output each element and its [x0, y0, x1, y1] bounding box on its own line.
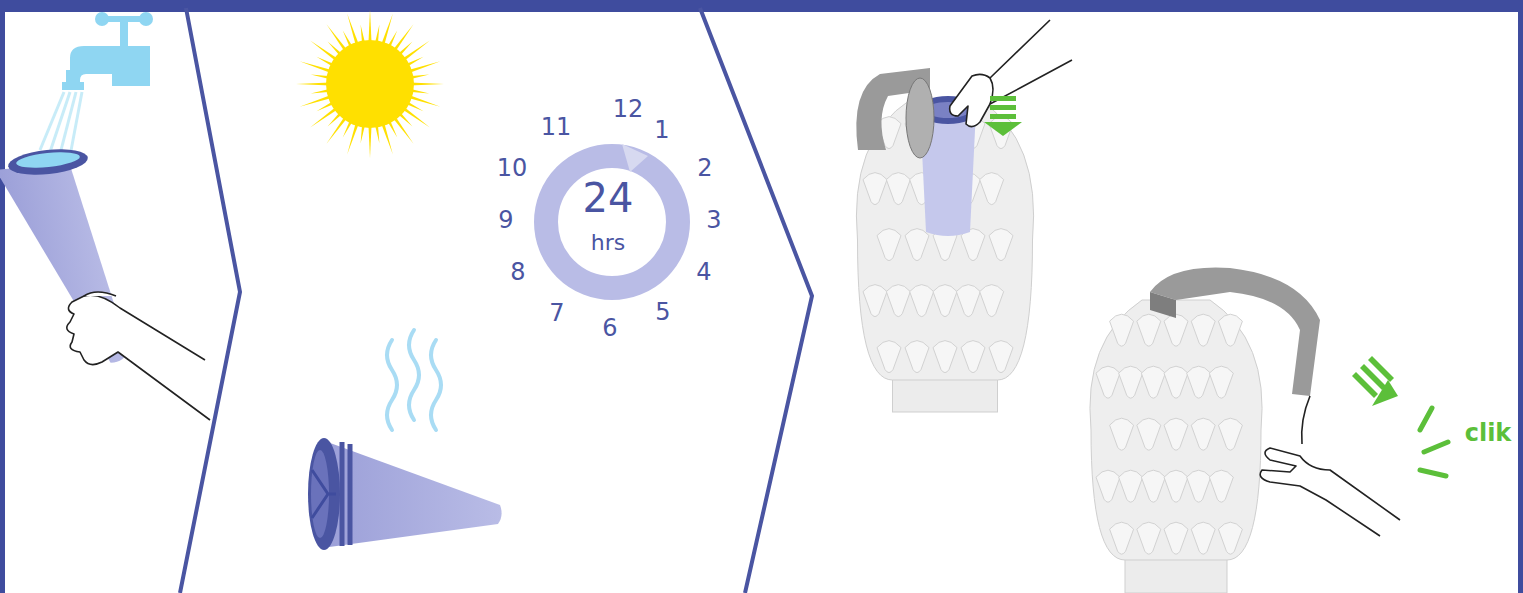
green-arrow	[1352, 356, 1398, 406]
cyclone	[1090, 300, 1262, 593]
clock-number: 5	[655, 300, 670, 324]
hours-unit: hrs	[591, 232, 625, 254]
clock-number: 7	[549, 301, 564, 325]
clock-number: 3	[706, 208, 721, 232]
water-stream	[40, 92, 82, 156]
filter	[308, 438, 502, 550]
clock-number: 4	[696, 260, 711, 284]
hand	[1260, 396, 1400, 536]
clock-number: 12	[613, 97, 644, 121]
clock-number: 1	[654, 118, 669, 142]
clock-number: 2	[697, 156, 712, 180]
hand	[67, 292, 210, 420]
handle	[1150, 268, 1320, 397]
clock-number: 9	[498, 208, 513, 232]
click-sound: clik	[1465, 421, 1512, 445]
frame-bar	[0, 0, 5, 593]
clock-number: 11	[541, 115, 572, 139]
tap	[62, 12, 153, 90]
step-divider	[700, 8, 812, 593]
steam	[387, 330, 441, 430]
hours-number: 24	[583, 178, 634, 218]
clock-number: 10	[497, 156, 528, 180]
sun	[296, 10, 444, 158]
lid	[856, 68, 934, 158]
clock-number: 6	[602, 316, 617, 340]
clock-number: 8	[510, 260, 525, 284]
click-mark	[1420, 408, 1448, 476]
clock-ring	[546, 144, 678, 288]
frame-bar	[0, 0, 1523, 12]
green-arrow	[984, 96, 1022, 136]
step-divider	[180, 8, 240, 593]
frame-bar	[1518, 0, 1523, 593]
hand	[950, 20, 1072, 127]
